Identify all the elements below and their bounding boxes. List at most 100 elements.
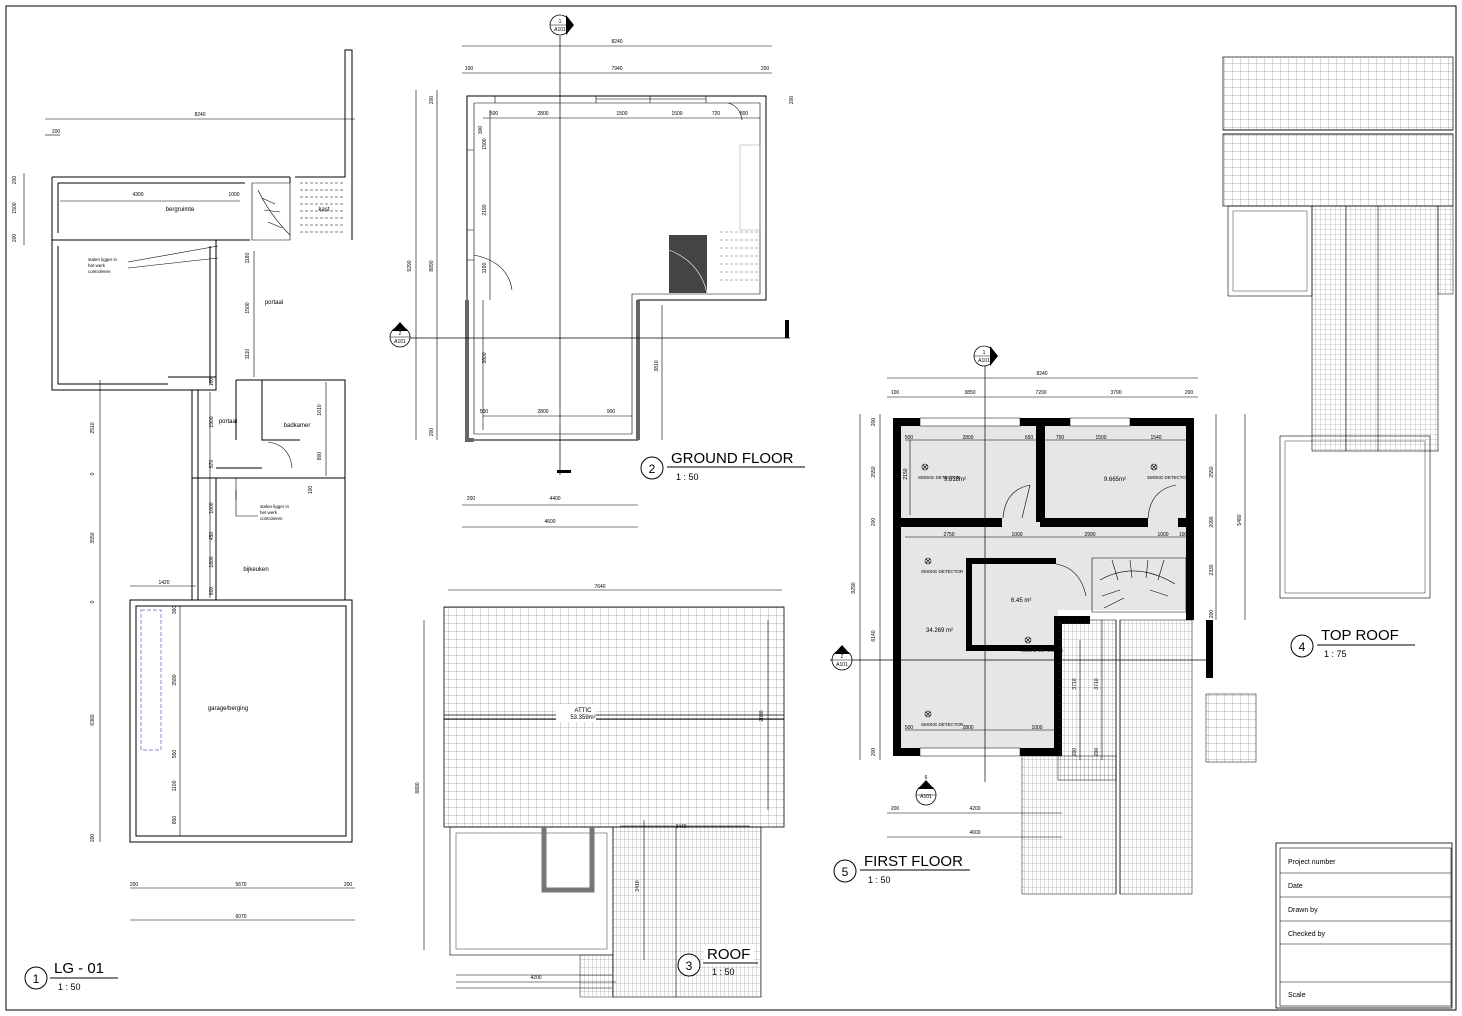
note-text: stalen ligger in — [88, 257, 118, 262]
dim: 7640 — [594, 584, 605, 590]
dim: 3850 — [964, 390, 975, 396]
dim: 900 — [607, 409, 616, 415]
dim: 2550 — [871, 466, 877, 477]
dim: 500 — [480, 409, 489, 415]
svg-text:2: 2 — [841, 654, 844, 660]
dim: 2090 — [1209, 516, 1215, 527]
dim: 1500 — [245, 302, 251, 313]
dim: 200 — [12, 234, 18, 243]
dim: 2510 — [90, 422, 96, 433]
dim: 4400 — [549, 496, 560, 502]
dim: 650 — [1025, 435, 1034, 441]
dim: 200 — [871, 748, 877, 757]
garage-car-outline — [140, 609, 162, 751]
dim: 5480 — [1237, 514, 1243, 525]
room-label: bijkeuken — [243, 567, 268, 573]
view-scale: 1 : 50 — [868, 875, 891, 885]
view-number: 2 — [649, 462, 656, 476]
dim: 1500 — [1095, 435, 1106, 441]
dim: 2550 — [1209, 466, 1215, 477]
section-marker[interactable]: 6 A101 — [915, 775, 937, 806]
sheet-border — [5, 5, 1457, 1011]
dim: 200 — [429, 428, 435, 437]
view-number: 3 — [686, 959, 693, 973]
room-area: 34.269 m² — [926, 628, 953, 634]
dim: 9290 — [851, 582, 857, 593]
dim: 3790 — [1110, 390, 1121, 396]
dim: 1180 — [245, 252, 251, 263]
dim: 2800 — [537, 409, 548, 415]
svg-text:1: 1 — [983, 350, 986, 356]
section-marker[interactable]: 1 A101 — [549, 14, 574, 36]
dim: 2150 — [903, 468, 909, 479]
stair-dark — [669, 235, 707, 293]
dim: 2190 — [482, 204, 488, 215]
room-label: badkamer — [284, 423, 311, 429]
dim: 2800 — [537, 111, 548, 117]
dim: 1500 — [482, 138, 488, 149]
title-block-checked-by: Checked by — [1288, 931, 1325, 938]
dim: 8890 — [429, 260, 435, 271]
note-text: het werk — [88, 263, 106, 268]
note-text: controleren — [260, 516, 283, 521]
title-block-project-number: Project number — [1288, 859, 1336, 866]
dim: 800 — [740, 111, 749, 117]
dim: 3550 — [90, 532, 96, 543]
view-number: 1 — [33, 972, 40, 986]
view-scale: 1 : 75 — [1324, 649, 1347, 659]
dim: 2750 — [943, 532, 954, 538]
dim: 1800 — [209, 556, 215, 567]
section-marker[interactable]: 2 A101 — [389, 322, 411, 348]
dim: 4600 — [544, 519, 555, 525]
dim: 100 — [209, 378, 215, 387]
dim: 200 — [52, 129, 61, 135]
title-block-date: Date — [1288, 883, 1303, 890]
dim: 2410 — [635, 880, 641, 891]
dim: 200 — [1072, 748, 1078, 757]
view-scale: 1 : 50 — [712, 967, 735, 977]
dim: 7940 — [611, 66, 622, 72]
dim: 200 — [90, 834, 96, 843]
dim: 1610 — [317, 404, 323, 415]
dim: 200 — [12, 176, 18, 185]
dim: 9290 — [407, 260, 413, 271]
dim: 8240 — [1036, 371, 1047, 377]
title-block-scale: Scale — [1288, 992, 1306, 999]
room-label: portaal — [219, 419, 237, 425]
dim: 6140 — [871, 630, 877, 641]
dim: 1420 — [158, 580, 169, 586]
dim: 1500 — [12, 202, 18, 213]
dim: 100 — [308, 486, 314, 495]
dim: 750 — [1056, 435, 1065, 441]
attic-label: ATTIC — [575, 708, 593, 714]
section-marker[interactable]: 1 A101 — [973, 345, 998, 367]
dim: 1000 — [228, 192, 239, 198]
dim: 3800 — [482, 352, 488, 363]
dim: 200 — [130, 882, 139, 888]
view-roof: 7640 8890 2080 3440 2410 4200 ATTIC 53.3… — [415, 584, 785, 998]
dim: 1190 — [482, 262, 488, 273]
dim: 570 — [209, 460, 215, 469]
dim: 1540 — [1150, 435, 1161, 441]
room-label: garage/berging — [208, 706, 248, 712]
dim: 1100 — [172, 780, 178, 791]
view-title: LG - 01 — [54, 960, 104, 977]
room-label: kast — [318, 207, 329, 213]
dim: 1000 — [1031, 725, 1042, 731]
dim: 720 — [712, 111, 721, 117]
svg-text:A101: A101 — [554, 27, 566, 33]
smoke-detector-label: SMOKE DETECTOR — [921, 722, 964, 727]
section-marker[interactable]: 2 A101 — [831, 645, 853, 671]
view-scale: 1 : 50 — [58, 982, 81, 992]
dim: 100 — [891, 390, 900, 396]
smoke-detector-label: SMOKE DETECTOR — [1021, 648, 1064, 653]
dim: 200 — [1094, 748, 1100, 757]
dim: 500 — [490, 111, 499, 117]
dim: 3710 — [1094, 678, 1100, 689]
view-title: FIRST FLOOR — [864, 853, 963, 870]
view-lg01: 8240 200 200 1500 200 4300 1000 1180 150… — [12, 49, 355, 992]
svg-text:2: 2 — [399, 331, 402, 337]
view-title: ROOF — [707, 946, 750, 963]
dim: 200 — [1209, 610, 1215, 619]
